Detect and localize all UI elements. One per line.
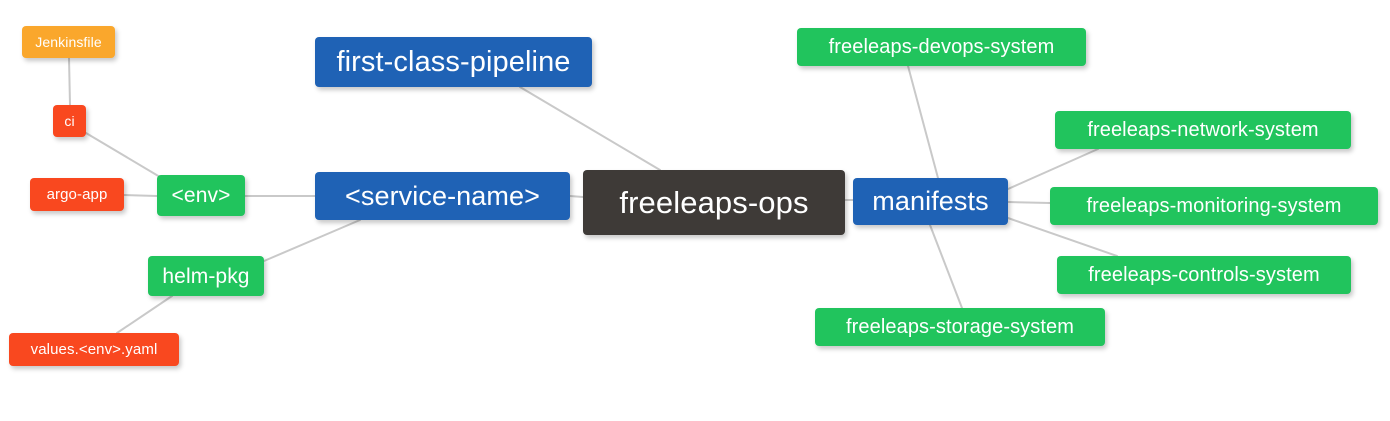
node-jenkinsfile[interactable]: Jenkinsfile (22, 26, 115, 58)
node-argo-app[interactable]: argo-app (30, 178, 124, 211)
node-label-first-class-pipeline: first-class-pipeline (336, 45, 571, 78)
node-freeleaps-devops-system[interactable]: freeleaps-devops-system (797, 28, 1086, 66)
edge-manifests-to-freeleaps-storage-system (929, 224, 963, 309)
edge-argo-app-to-env (123, 194, 158, 197)
node-label-freeleaps-controls-system: freeleaps-controls-system (1088, 264, 1320, 286)
edge-service-name-to-freeleaps-ops (569, 195, 584, 198)
node-first-class-pipeline[interactable]: first-class-pipeline (315, 37, 592, 87)
node-label-freeleaps-network-system: freeleaps-network-system (1087, 119, 1319, 141)
node-label-service-name: <service-name> (345, 180, 540, 211)
edge-ci-to-env (85, 132, 161, 178)
node-ci[interactable]: ci (53, 105, 86, 137)
node-helm-pkg[interactable]: helm-pkg (148, 256, 264, 296)
node-env[interactable]: <env> (157, 175, 245, 216)
edge-manifests-to-freeleaps-network-system (1007, 148, 1099, 190)
node-label-manifests: manifests (872, 186, 989, 216)
node-service-name[interactable]: <service-name> (315, 172, 570, 220)
node-label-freeleaps-monitoring-system: freeleaps-monitoring-system (1086, 195, 1342, 217)
node-label-values-yaml: values.<env>.yaml (30, 341, 158, 358)
node-label-jenkinsfile: Jenkinsfile (35, 34, 102, 50)
node-label-freeleaps-ops: freeleaps-ops (619, 185, 809, 220)
node-label-argo-app: argo-app (46, 186, 108, 203)
node-freeleaps-ops[interactable]: freeleaps-ops (583, 170, 845, 235)
node-label-env: <env> (171, 184, 231, 207)
node-label-helm-pkg: helm-pkg (162, 264, 250, 288)
node-label-ci: ci (64, 113, 75, 129)
node-freeleaps-monitoring-system[interactable]: freeleaps-monitoring-system (1050, 187, 1378, 225)
edge-values-yaml-to-helm-pkg (116, 295, 173, 334)
node-freeleaps-network-system[interactable]: freeleaps-network-system (1055, 111, 1351, 149)
node-freeleaps-storage-system[interactable]: freeleaps-storage-system (815, 308, 1105, 346)
edge-first-class-pipeline-to-freeleaps-ops (519, 86, 661, 171)
node-label-freeleaps-devops-system: freeleaps-devops-system (828, 36, 1055, 58)
edge-manifests-to-freeleaps-monitoring-system (1007, 201, 1051, 204)
node-manifests[interactable]: manifests (853, 178, 1008, 225)
edge-helm-pkg-to-service-name (263, 219, 361, 262)
edge-manifests-to-freeleaps-devops-system (907, 65, 939, 179)
node-freeleaps-controls-system[interactable]: freeleaps-controls-system (1057, 256, 1351, 294)
node-values-yaml[interactable]: values.<env>.yaml (9, 333, 179, 366)
node-label-freeleaps-storage-system: freeleaps-storage-system (845, 316, 1075, 338)
edge-jenkinsfile-to-ci (68, 57, 71, 106)
